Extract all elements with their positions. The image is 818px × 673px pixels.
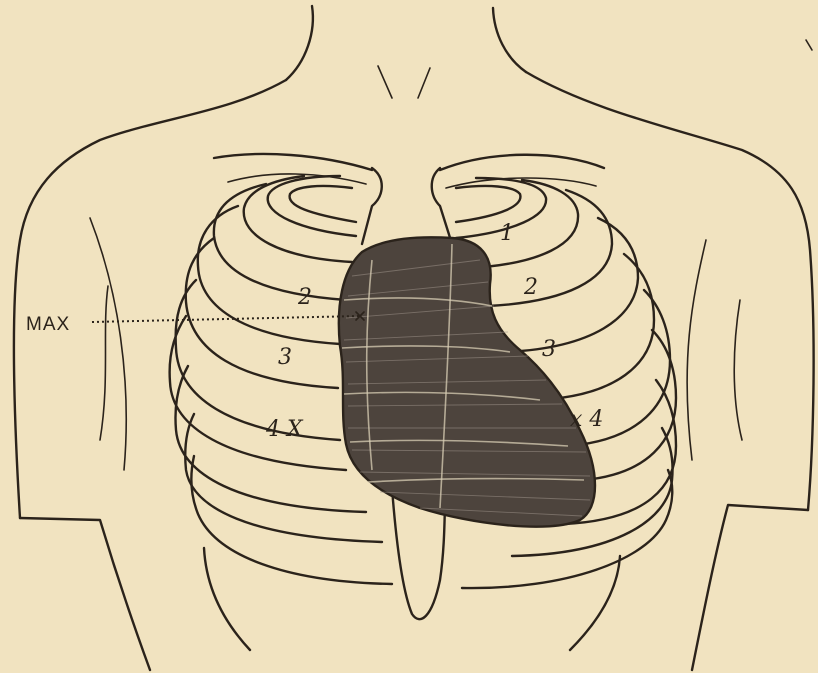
left-arm-crease xyxy=(90,218,126,470)
left-torso-side xyxy=(20,518,150,670)
right-torso-side xyxy=(692,505,808,670)
neck-outline-right xyxy=(493,8,526,72)
left-clavicle xyxy=(214,154,372,170)
neck-mark-left xyxy=(378,66,392,98)
left-arm-crease-2 xyxy=(100,286,108,440)
right-arm-crease-2 xyxy=(734,300,742,440)
max-leader-line xyxy=(92,316,360,322)
neck-outline-left xyxy=(286,6,313,80)
rib-label-right-fourth: x 4 xyxy=(570,407,603,432)
neck-mark-right xyxy=(418,68,430,98)
right-clavicle xyxy=(440,155,604,170)
rib-label-left-second: 2 xyxy=(297,285,312,310)
right-arm-crease xyxy=(687,240,706,460)
rib-label-left-third: 3 xyxy=(278,345,292,370)
max-label: MAX xyxy=(26,314,70,335)
rib-label-right-second: 2 xyxy=(523,275,538,300)
rib-label-right-third: 3 xyxy=(542,337,556,362)
heart-shading xyxy=(339,237,595,526)
sternum-upper xyxy=(362,168,382,244)
corner-mark xyxy=(806,40,812,50)
sternum-upper-right xyxy=(432,168,452,244)
rib-label-right-first: 1 xyxy=(500,221,514,246)
rib-label-left-fourth: 4 X xyxy=(265,417,304,442)
